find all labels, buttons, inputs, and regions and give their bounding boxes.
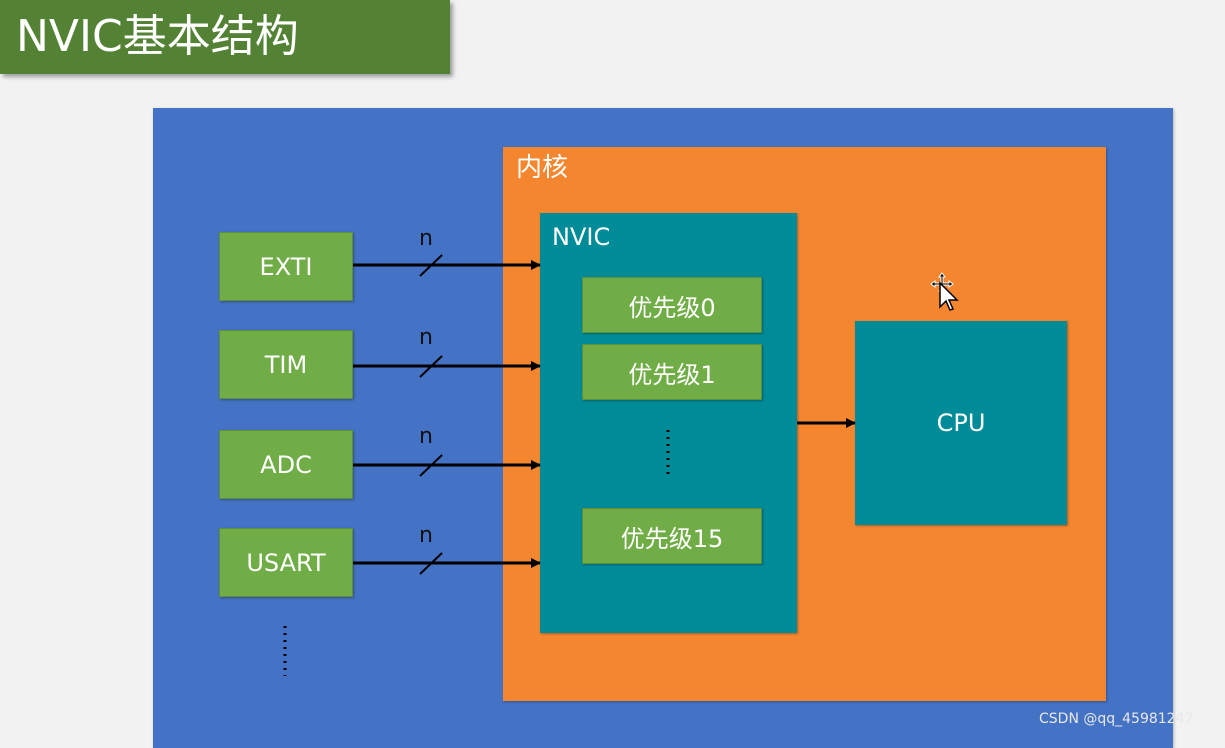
cpu-box: CPU	[855, 321, 1067, 525]
nvic-box	[540, 213, 797, 633]
bus-width-label: n	[419, 226, 433, 251]
nvic-label: NVIC	[552, 223, 611, 251]
page-title: NVIC基本结构	[16, 11, 299, 62]
core-label: 内核	[516, 153, 569, 183]
cpu-label: CPU	[936, 409, 986, 437]
title-bar: NVIC基本结构	[0, 0, 450, 74]
source-box-usart: USART	[219, 528, 353, 597]
bus-width-label: n	[419, 523, 433, 548]
priority-box-15: 优先级15	[582, 508, 762, 564]
bus-width-label: n	[419, 325, 433, 350]
bus-width-label: n	[419, 424, 433, 449]
source-box-tim: TIM	[219, 330, 353, 399]
priority-box-0: 优先级0	[582, 277, 762, 333]
source-box-adc: ADC	[219, 430, 353, 499]
source-box-exti: EXTI	[219, 232, 353, 301]
watermark: CSDN @qq_45981247	[1039, 711, 1194, 727]
priority-box-1: 优先级1	[582, 344, 762, 400]
